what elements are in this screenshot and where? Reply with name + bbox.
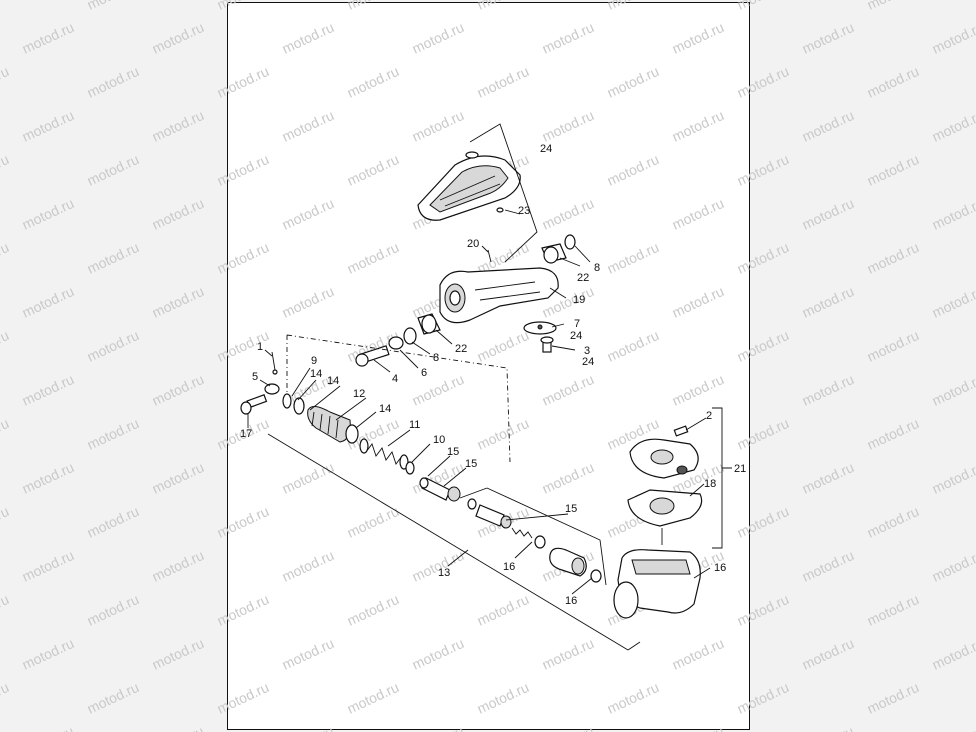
boundary-13 <box>267 433 641 651</box>
callout-3: 3 <box>584 345 590 357</box>
part-19-pedal-arm <box>439 267 559 324</box>
callout-12: 12 <box>353 388 365 400</box>
callout-22-upper: 22 <box>577 272 589 284</box>
part-15-piston-assembly <box>467 498 546 549</box>
callout-5: 5 <box>252 371 258 383</box>
callout-24-top: 24 <box>540 143 552 155</box>
part-24-pedal-pad <box>417 151 521 221</box>
bracket-21 <box>712 407 732 549</box>
callout-16-b: 16 <box>565 595 577 607</box>
part-15-pushrod <box>419 477 461 502</box>
part-23-pin <box>496 207 504 213</box>
callout-7: 7 <box>574 318 580 330</box>
part-4-bolt <box>355 345 390 367</box>
callout-15-b: 15 <box>465 458 477 470</box>
part-3-screw <box>540 336 554 353</box>
part-22-bushing-lower <box>417 313 441 335</box>
callout-16-c: 16 <box>714 562 726 574</box>
part-10-ring <box>405 461 415 475</box>
part-22-bushing-upper <box>541 243 567 264</box>
leader-lines <box>247 209 711 595</box>
part-11-spring <box>359 438 409 470</box>
part-14-ring-c <box>345 424 359 444</box>
part-1-clip <box>271 351 278 375</box>
callout-8-lower: 8 <box>433 352 439 364</box>
leader-24 <box>469 123 538 263</box>
callout-4: 4 <box>392 373 398 385</box>
part-5-nut <box>264 383 280 395</box>
part-7-washer <box>523 321 557 335</box>
callout-14-a: 14 <box>310 368 322 380</box>
part-8-washer-lower <box>403 327 417 345</box>
callout-6: 6 <box>421 367 427 379</box>
callout-8-upper: 8 <box>594 262 600 274</box>
part-16-cylinder-body <box>613 549 701 619</box>
part-16-piston <box>549 547 602 583</box>
boundary-15 <box>486 487 607 586</box>
part-8-washer-upper <box>564 234 576 250</box>
callout-14-c: 14 <box>379 403 391 415</box>
part-14-ring-a <box>282 393 292 409</box>
part-18-gasket <box>627 489 703 545</box>
callout-23: 23 <box>518 205 530 217</box>
callout-15-c: 15 <box>565 503 577 515</box>
callout-24-mid: 24 <box>570 330 582 342</box>
callout-15-a: 15 <box>447 446 459 458</box>
callout-16-a: 16 <box>503 561 515 573</box>
part-17-clevis-pin <box>240 394 268 415</box>
callout-20: 20 <box>467 238 479 250</box>
callout-11: 11 <box>409 419 420 431</box>
part-14-ring-b <box>293 397 305 415</box>
part-12-boot <box>307 406 351 443</box>
callout-18: 18 <box>704 478 716 490</box>
callout-13: 13 <box>438 567 450 579</box>
callout-24-low: 24 <box>582 356 594 368</box>
callout-19: 19 <box>573 294 585 306</box>
callout-17: 17 <box>240 428 252 440</box>
part-2-cover <box>629 425 699 479</box>
callout-21: 21 <box>734 463 746 475</box>
callout-22-lower: 22 <box>455 343 467 355</box>
callout-10: 10 <box>433 434 445 446</box>
callout-2: 2 <box>706 410 712 422</box>
callout-labels: 24 23 20 22 8 19 7 24 3 24 22 8 6 4 1 9 … <box>240 143 746 607</box>
part-6-washer <box>388 336 404 350</box>
callout-1: 1 <box>257 341 263 353</box>
part-20-pin <box>487 249 492 263</box>
callout-14-b: 14 <box>327 375 339 387</box>
callout-9: 9 <box>311 355 317 367</box>
boundary-line <box>286 334 511 463</box>
